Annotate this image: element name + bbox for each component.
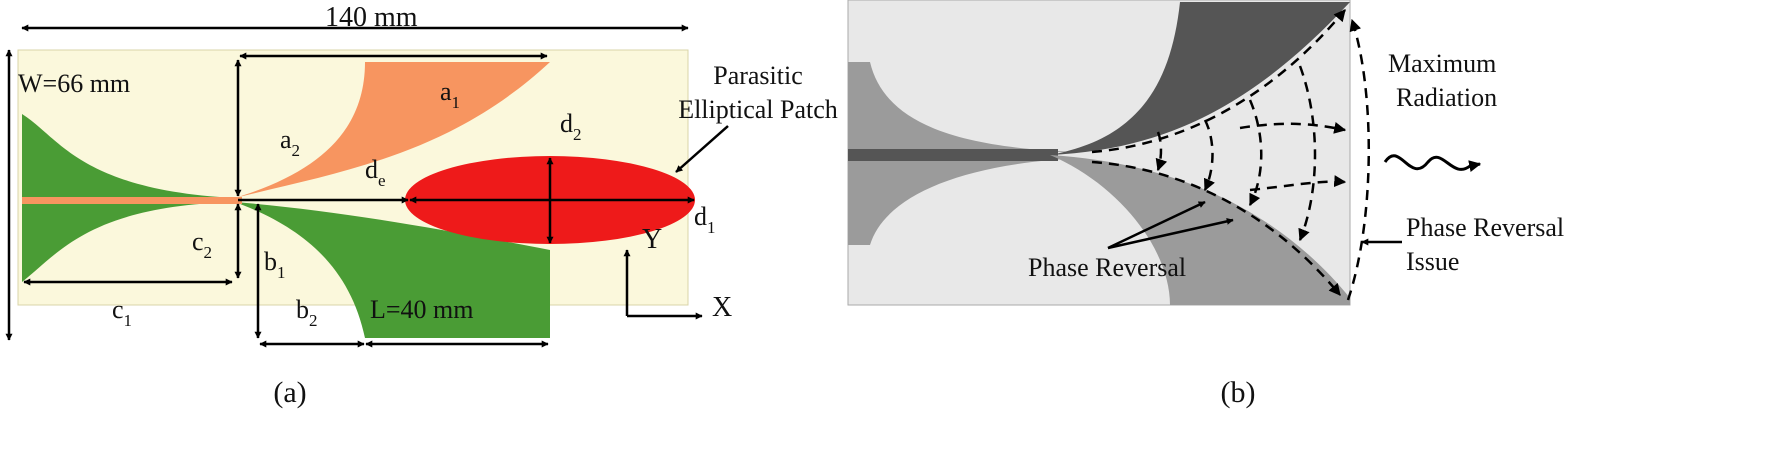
parasitic-pointer-arrow	[675, 125, 729, 173]
label-parasitic-line2: Elliptical Patch	[678, 95, 838, 124]
field-lines	[1091, 9, 1371, 301]
field-line-arc-3	[1248, 99, 1263, 207]
caption-a: (a)	[273, 376, 306, 409]
label-c2: c2	[192, 227, 212, 262]
radiation-wave	[1383, 154, 1482, 173]
field-line-arc-5	[1346, 18, 1371, 301]
label-phase-reversal: Phase Reversal	[1028, 253, 1186, 282]
label-a1: a1	[440, 77, 460, 112]
label-d1: d1	[694, 202, 716, 237]
ground-flare-lower-left	[848, 158, 1080, 245]
feed-strip-b	[848, 149, 1058, 161]
axis-x-label: X	[712, 292, 732, 323]
panel-b: Maximum Radiation Phase Reversal Phase R…	[847, 0, 1564, 409]
label-a2: a2	[280, 125, 300, 160]
axis-y-label: Y	[642, 224, 662, 255]
label-length: L=40 mm	[370, 295, 474, 324]
label-max-radiation-line2: Radiation	[1396, 83, 1497, 112]
ground-flare-upper-left	[848, 62, 1080, 152]
field-line-cross-2	[1249, 175, 1347, 192]
label-b1: b1	[264, 247, 286, 282]
feed-strip	[22, 197, 242, 204]
ground-plane-upper	[22, 114, 235, 198]
field-line-upper-edge	[1091, 9, 1346, 154]
top-flare-patch	[235, 62, 550, 198]
ground-plane-lower	[22, 202, 235, 282]
label-parasitic-line1: Parasitic	[713, 61, 803, 90]
caption-b: (b)	[1221, 376, 1256, 409]
label-d2: d2	[560, 109, 582, 144]
field-line-arc-2	[1203, 119, 1215, 192]
label-phase-reversal-issue-line2: Issue	[1406, 247, 1459, 276]
field-line-arc-1	[1155, 131, 1168, 172]
label-max-radiation-line1: Maximum	[1388, 49, 1496, 78]
label-phase-reversal-issue-line1: Phase Reversal	[1406, 213, 1564, 242]
dark-flare-upper	[1050, 2, 1350, 155]
label-width: W=66 mm	[18, 69, 130, 98]
phase-reversal-arrow-1	[1107, 200, 1206, 250]
mid-flare-lower	[1050, 155, 1350, 305]
label-total-length: 140 mm	[325, 2, 418, 33]
field-line-arc-4	[1298, 65, 1317, 242]
field-line-lower-edge	[1091, 160, 1341, 296]
panel-a: 140 mm W=66 mm L=40 mm a1 a2 de d2 d1 c2…	[5, 2, 838, 409]
phase-reversal-arrow-2	[1107, 217, 1234, 250]
label-b2: b2	[296, 295, 318, 330]
label-de: de	[365, 155, 386, 190]
label-c1: c1	[112, 295, 132, 330]
